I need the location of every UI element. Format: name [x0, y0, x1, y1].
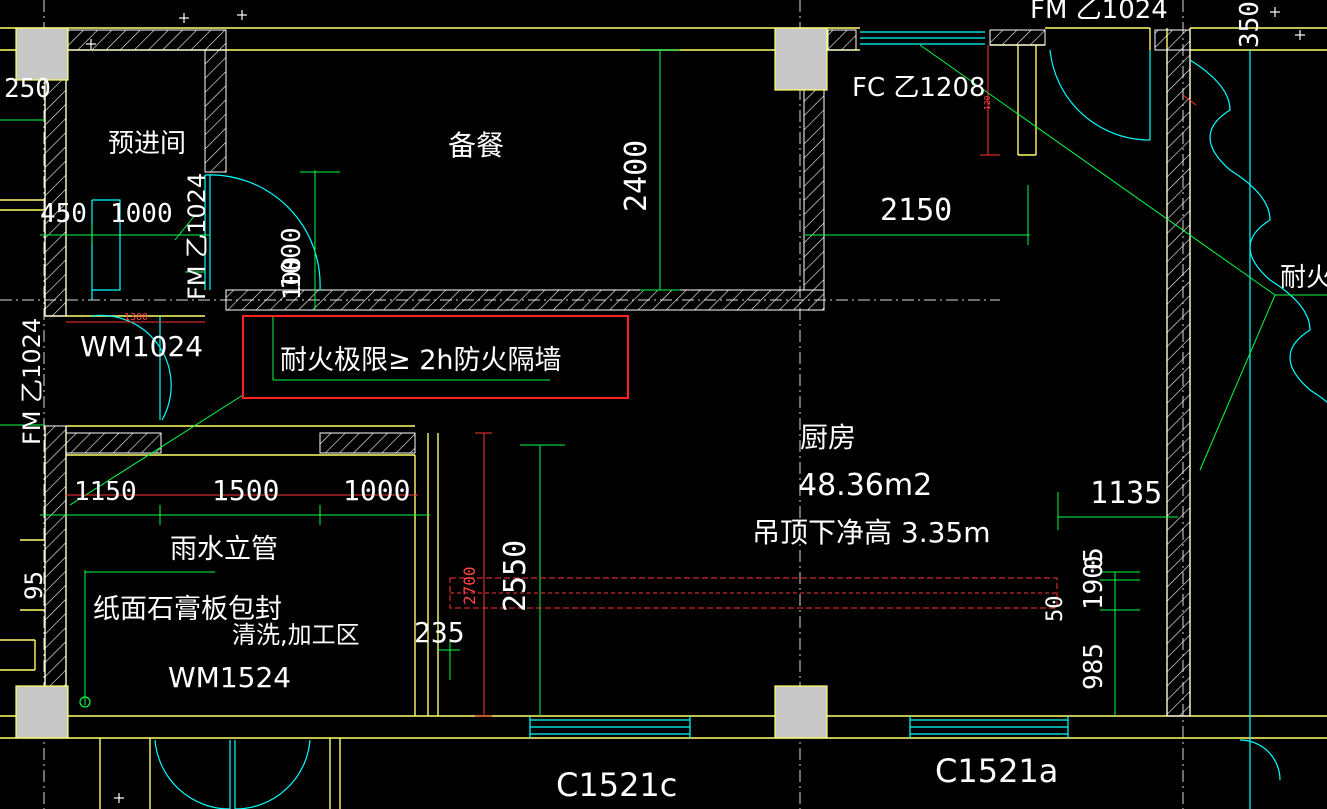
note-fire-wall-right: 耐火 [1280, 263, 1327, 293]
kitchen-area: 48.36m2 [798, 468, 932, 503]
dim-50: 50 [1043, 596, 1068, 623]
dim-235: 235 [414, 616, 465, 649]
windows [529, 31, 1069, 738]
room-label-washing: 清洗,加工区 [232, 621, 360, 649]
dim-0: 0 [1080, 556, 1108, 570]
dim-95: 95 [20, 571, 48, 600]
room-label-pre-room: 预进间 [108, 129, 186, 159]
note-rain-pipe: 雨水立管 [170, 534, 278, 565]
dim-2700: 2700 [460, 566, 479, 605]
dim-450: 450 [40, 199, 87, 229]
highlight-box [242, 315, 629, 399]
tag-c1521a: C1521a [935, 752, 1058, 790]
structural-columns [15, 27, 828, 739]
cross-marks [86, 7, 1305, 803]
dim-1000b: 1000 [277, 227, 307, 290]
dim-250: 250 [4, 74, 51, 104]
dim-100: 100 [278, 257, 306, 300]
dim-1500: 1500 [212, 474, 279, 507]
hatched-walls [44, 29, 1191, 717]
dimension-lines [0, 44, 1327, 716]
red-dimension-lines [65, 45, 1197, 717]
dim-2150: 2150 [880, 193, 952, 228]
dim-1905: 1905 [1079, 547, 1109, 610]
tag-fm-1024-mid: FM 乙1024 [183, 173, 211, 300]
tag-fm-1024-top: FM 乙1024 [1030, 0, 1168, 25]
dim-120: 120 [983, 95, 992, 110]
tag-fc-1208: FC 乙1208 [852, 73, 986, 103]
dim-1135: 1135 [1090, 476, 1162, 511]
ceiling-height: 吊顶下净高 3.35m [752, 516, 991, 549]
room-label-prep: 备餐 [448, 129, 504, 162]
doors [91, 49, 1327, 809]
dim-2550: 2550 [498, 540, 533, 612]
rain-pipe-marker [79, 696, 91, 708]
tag-wm1024: WM1024 [80, 330, 203, 363]
tag-fm-1024-left: FM 乙1024 [18, 318, 46, 445]
dim-350: 350 [1235, 1, 1265, 48]
note-gypsum-wrap: 纸面石膏板包封 [93, 594, 282, 625]
note-fire-wall: 耐火极限≥ 2h防火隔墙 [280, 345, 562, 376]
dim-1000c: 1000 [343, 474, 410, 507]
dim-1000a: 1000 [110, 199, 173, 229]
dim-1300: 1300 [124, 312, 148, 323]
dim-1150: 1150 [74, 477, 137, 507]
tag-c1521c: C1521c [556, 766, 677, 804]
room-label-kitchen: 厨房 [800, 421, 856, 454]
dim-2400: 2400 [619, 140, 654, 212]
tag-wm1524: WM1524 [168, 661, 291, 694]
dim-985: 985 [1079, 643, 1109, 690]
